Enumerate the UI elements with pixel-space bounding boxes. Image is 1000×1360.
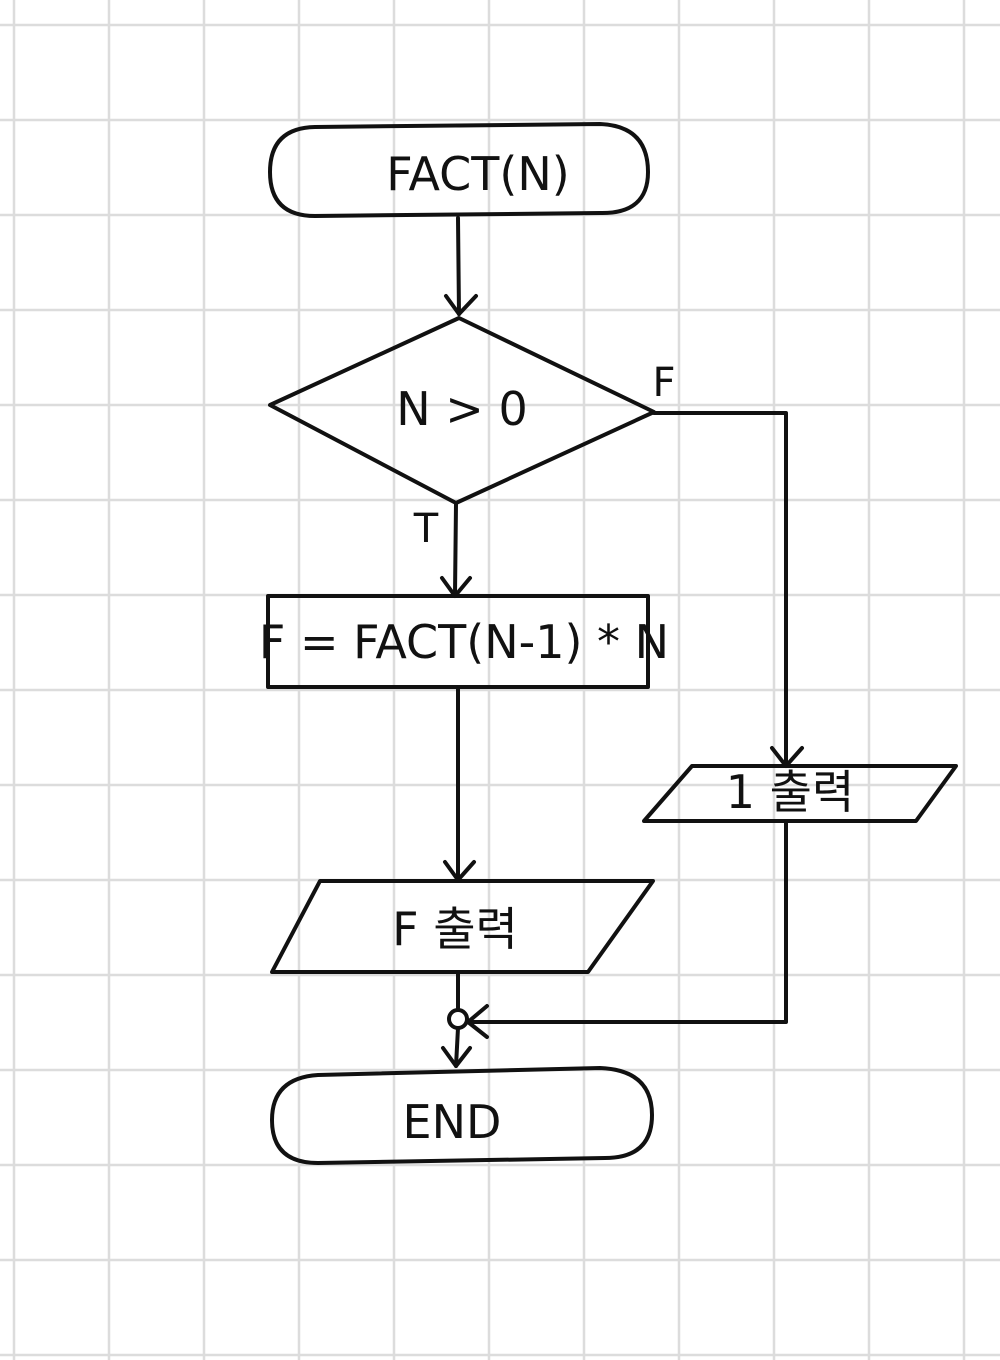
start-terminal-shape [268, 122, 650, 218]
end-terminal-shape [270, 1066, 654, 1165]
merge-connector [447, 972, 469, 1030]
output-f-node[interactable]: F 출력 [270, 879, 655, 974]
end-label: END [403, 1095, 502, 1149]
output-one-parallelogram-shape [642, 764, 958, 823]
arrow-merge-to-end [441, 1026, 472, 1068]
output-one-node[interactable]: 1 출력 [642, 764, 958, 823]
start-label: FACT(N) [386, 147, 569, 201]
process-label: F = FACT(N-1) * N [259, 615, 669, 669]
arrow-decision-true-to-process [440, 502, 472, 598]
decision-node[interactable]: N > 0 [268, 316, 656, 505]
output-one-label: 1 출력 [726, 765, 855, 819]
start-node[interactable]: FACT(N) [268, 122, 650, 218]
arrow-start-to-decision [444, 216, 478, 316]
false-branch-label: F [652, 360, 675, 406]
true-branch-label: T [413, 506, 439, 552]
merge-connector-circle [447, 1008, 469, 1030]
output-f-label: F 출력 [392, 902, 518, 956]
arrow-decision-false-to-output-one [652, 411, 804, 768]
end-node[interactable]: END [270, 1066, 654, 1165]
process-node[interactable]: F = FACT(N-1) * N [259, 594, 669, 689]
output-f-parallelogram-shape [270, 879, 655, 974]
decision-label: N > 0 [396, 382, 527, 436]
